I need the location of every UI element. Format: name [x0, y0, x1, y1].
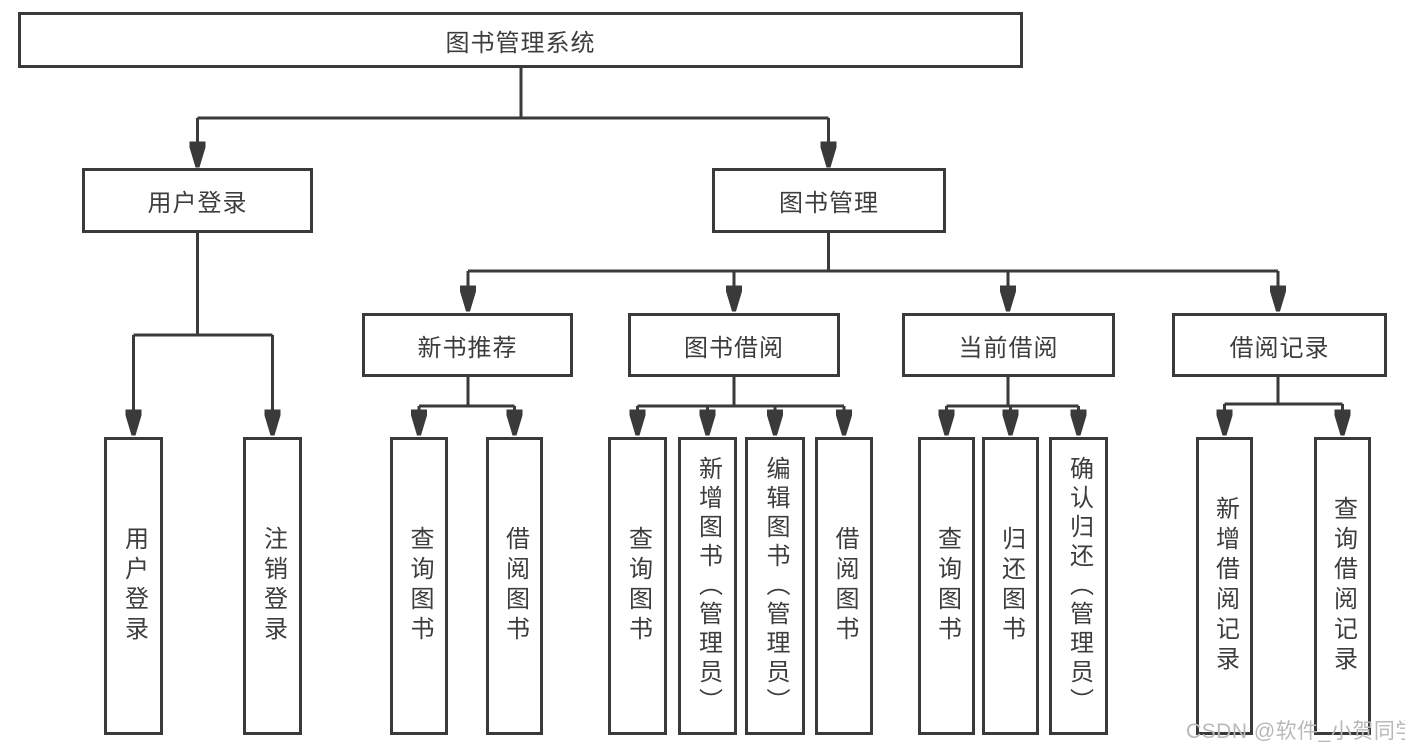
node-user-login: 用户登录 [82, 168, 313, 233]
leaf-query-books-current: 查询图书 [918, 437, 975, 735]
leaf-user-login: 用户登录 [104, 437, 163, 735]
leaf-edit-books-admin: 编辑图书（管理员） [745, 437, 805, 735]
leaf-confirm-return-admin: 确认归还（管理员） [1049, 437, 1108, 735]
node-new-book-recommendation: 新书推荐 [362, 313, 573, 377]
leaf-borrow-books: 借阅图书 [815, 437, 873, 735]
csdn-watermark: CSDN @软件_小贺同学 [1186, 720, 1405, 743]
leaf-return-books: 归还图书 [982, 437, 1039, 735]
node-library-management-system: 图书管理系统 [18, 12, 1023, 68]
leaf-query-books-borrow: 查询图书 [608, 437, 667, 735]
leaf-logout: 注销登录 [243, 437, 302, 735]
leaf-query-borrowing-record: 查询借阅记录 [1314, 437, 1371, 735]
leaf-query-books-recommend: 查询图书 [390, 437, 448, 735]
node-book-management: 图书管理 [712, 168, 946, 233]
node-book-borrowing: 图书借阅 [628, 313, 840, 377]
node-borrowing-records: 借阅记录 [1172, 313, 1387, 377]
leaf-add-borrowing-record: 新增借阅记录 [1196, 437, 1253, 735]
leaf-borrow-books-recommend: 借阅图书 [486, 437, 543, 735]
leaf-add-books-admin: 新增图书（管理员） [678, 437, 737, 735]
node-current-borrowing: 当前借阅 [902, 313, 1115, 377]
